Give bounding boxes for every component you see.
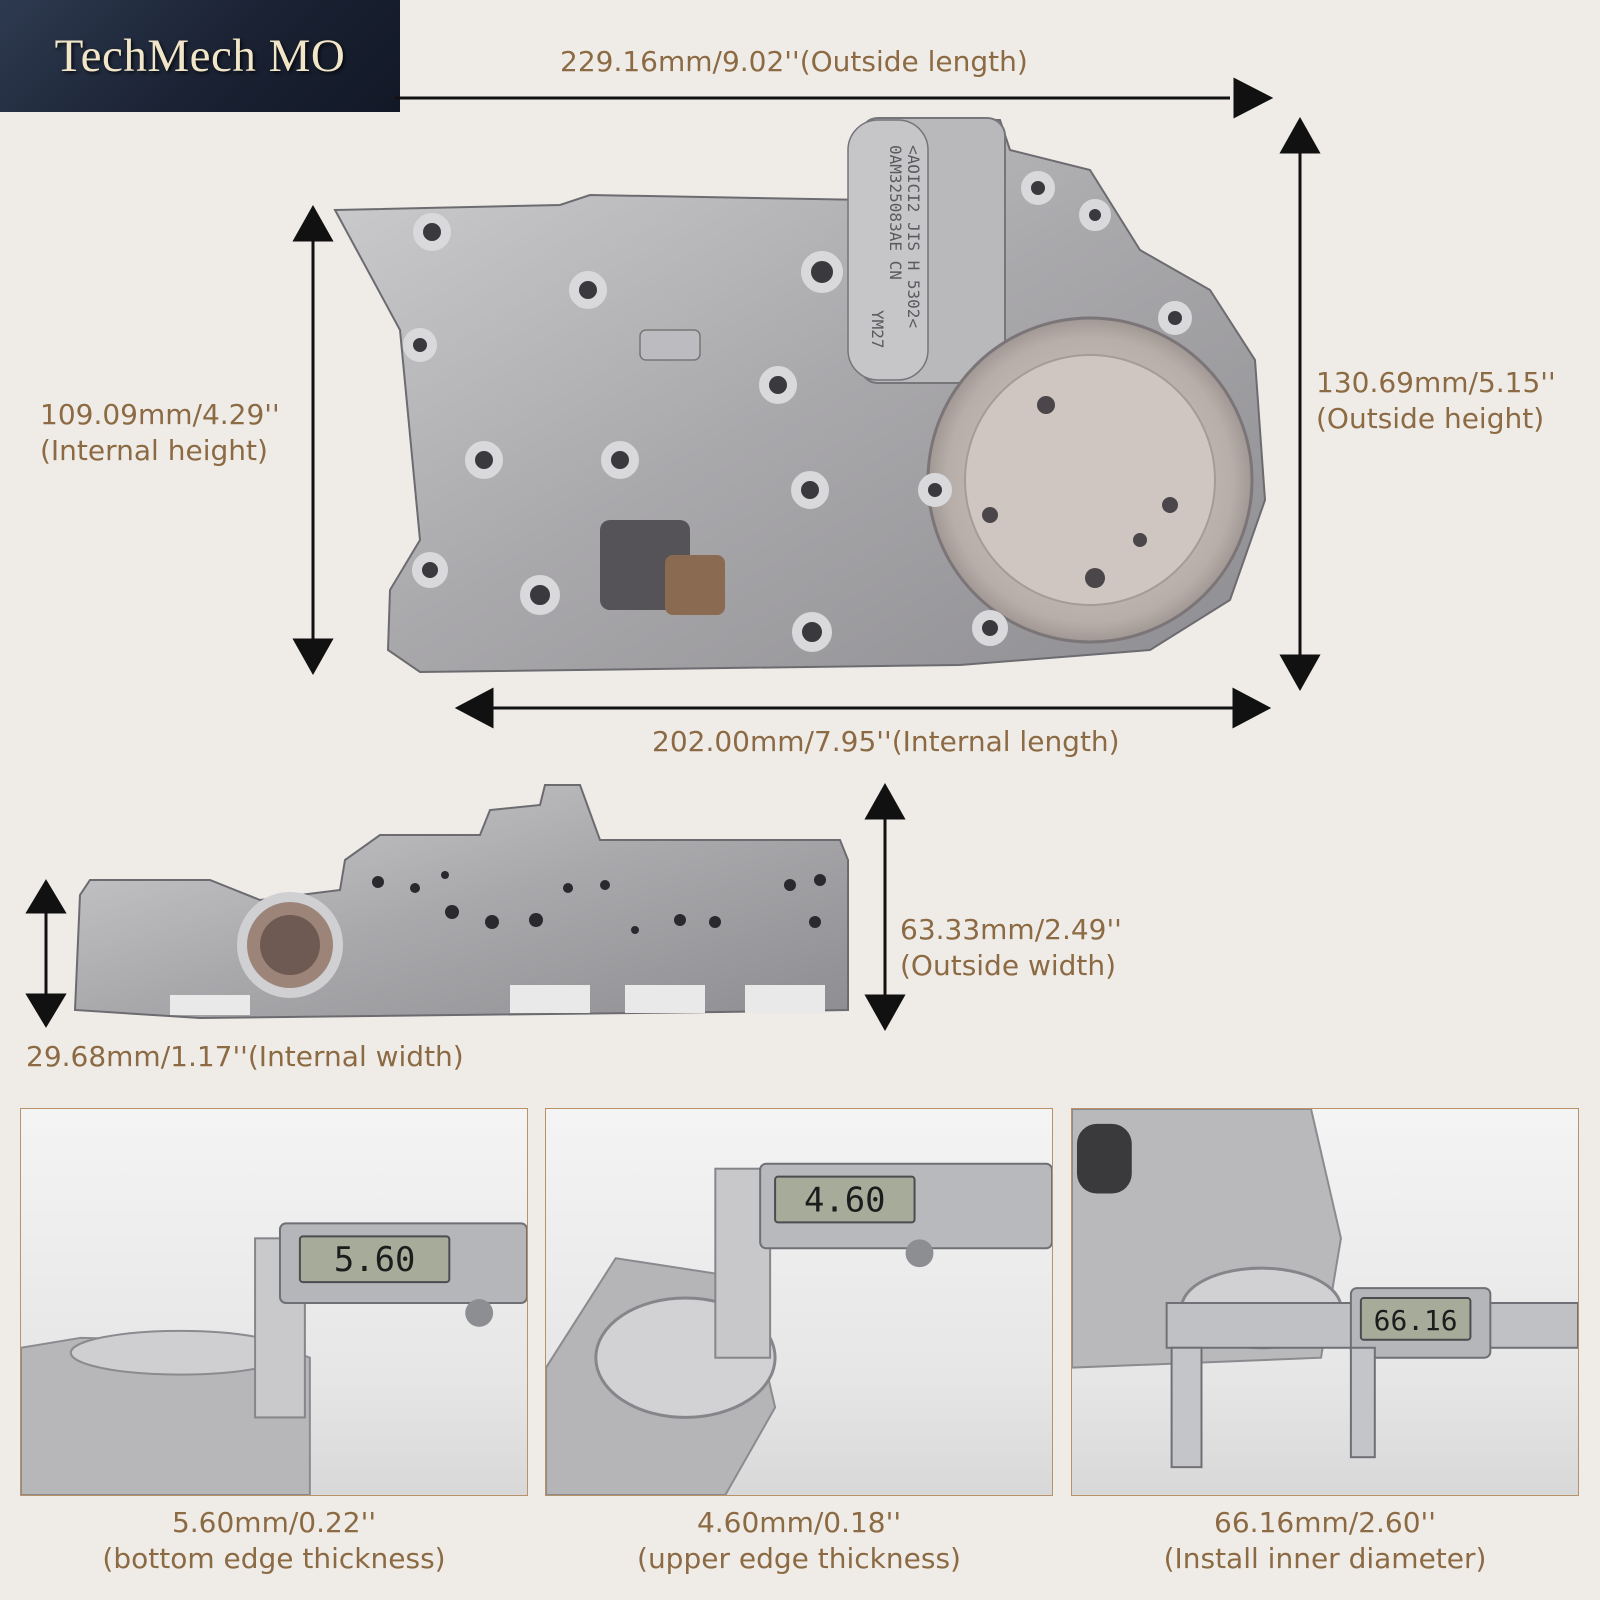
internal-width-label: 29.68mm/1.17''(Internal width): [26, 1040, 464, 1073]
caliper-reading-2: 4.60: [804, 1180, 886, 1219]
valve-body-side-view: [73, 784, 849, 1020]
outside-width-label: 63.33mm/2.49'' (Outside width): [900, 913, 1122, 982]
photo-bottom-edge-measurement: 5.60: [20, 1108, 528, 1496]
caliper-reading-1: 5.60: [334, 1240, 416, 1279]
valve-body-front-view: <AOICI2 JIS H 5302< 0AM325083AE CN YM27: [333, 117, 1267, 674]
outside-length-label: 229.16mm/9.02''(Outside length): [560, 45, 1028, 78]
photo-upper-edge-measurement: 4.60: [545, 1108, 1053, 1496]
photo-inner-diameter-measurement: 66.16: [1071, 1108, 1579, 1496]
caption-bottom-edge: 5.60mm/0.22'' (bottom edge thickness): [102, 1506, 446, 1575]
casting-text-1: <AOICI2 JIS H 5302<: [904, 145, 923, 328]
caption-inner-diameter: 66.16mm/2.60'' (Install inner diameter): [1163, 1506, 1487, 1575]
caption-upper-edge: 4.60mm/0.18'' (upper edge thickness): [637, 1506, 961, 1575]
outside-height-label: 130.69mm/5.15'' (Outside height): [1316, 366, 1556, 435]
casting-text-3: YM27: [868, 310, 887, 349]
brand-logo: TechMech MO: [0, 0, 400, 112]
casting-text-2: 0AM325083AE CN: [886, 145, 905, 280]
internal-height-label: 109.09mm/4.29'' (Internal height): [40, 398, 280, 467]
internal-length-label: 202.00mm/7.95''(Internal length): [652, 725, 1120, 758]
caliper-reading-3: 66.16: [1374, 1304, 1458, 1337]
brand-name: TechMech MO: [54, 30, 346, 82]
